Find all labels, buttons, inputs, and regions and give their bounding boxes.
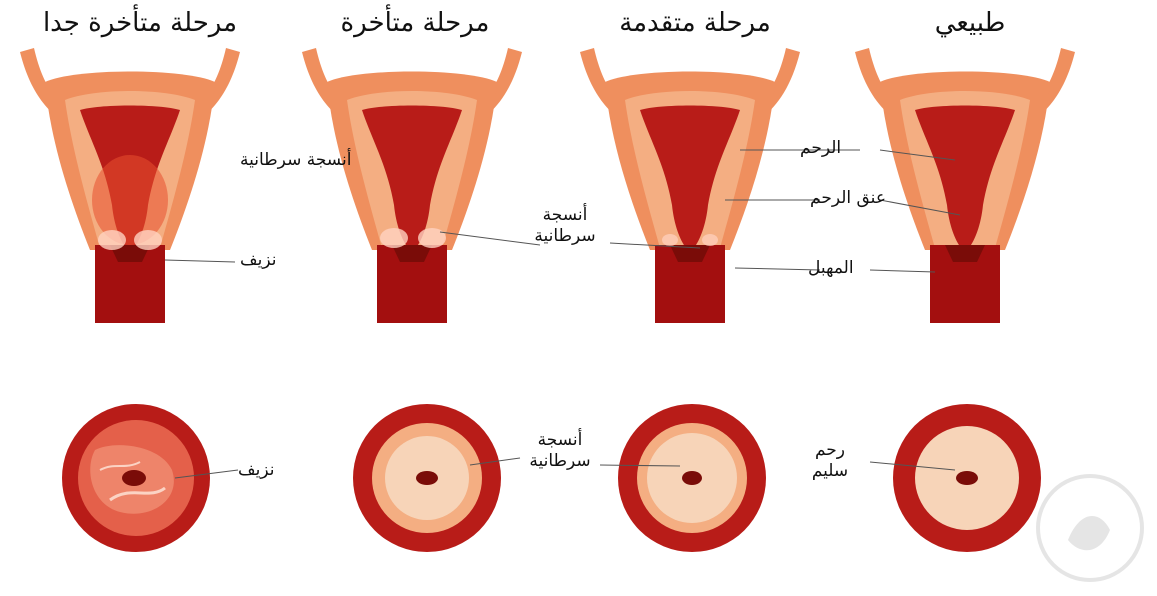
uterus-normal — [855, 48, 1075, 323]
label-vagina: المهبل — [808, 258, 854, 279]
label-bleeding-1: نزيف — [240, 250, 276, 271]
cervix-section-advanced — [618, 404, 766, 552]
label-healthy-uterus: رحم سليم — [800, 440, 860, 482]
label-cancer-tissue-3: أنسجة سرطانية — [515, 430, 605, 472]
cervix-section-late — [353, 404, 501, 552]
cervix-section-normal — [893, 404, 1041, 552]
cervix-section-very-late — [62, 404, 210, 552]
label-bleeding-2: نزيف — [238, 460, 274, 481]
label-cervix: عنق الرحم — [810, 188, 886, 209]
label-uterus: الرحم — [800, 138, 841, 159]
label-cancer-tissue-1: أنسجة سرطانية — [240, 150, 351, 171]
watermark-logo — [1038, 476, 1142, 580]
uterus-late — [302, 48, 522, 323]
uterus-very-late — [20, 48, 240, 323]
uterus-advanced — [580, 48, 800, 323]
label-cancer-tissue-2: أنسجة سرطانية — [520, 205, 610, 247]
